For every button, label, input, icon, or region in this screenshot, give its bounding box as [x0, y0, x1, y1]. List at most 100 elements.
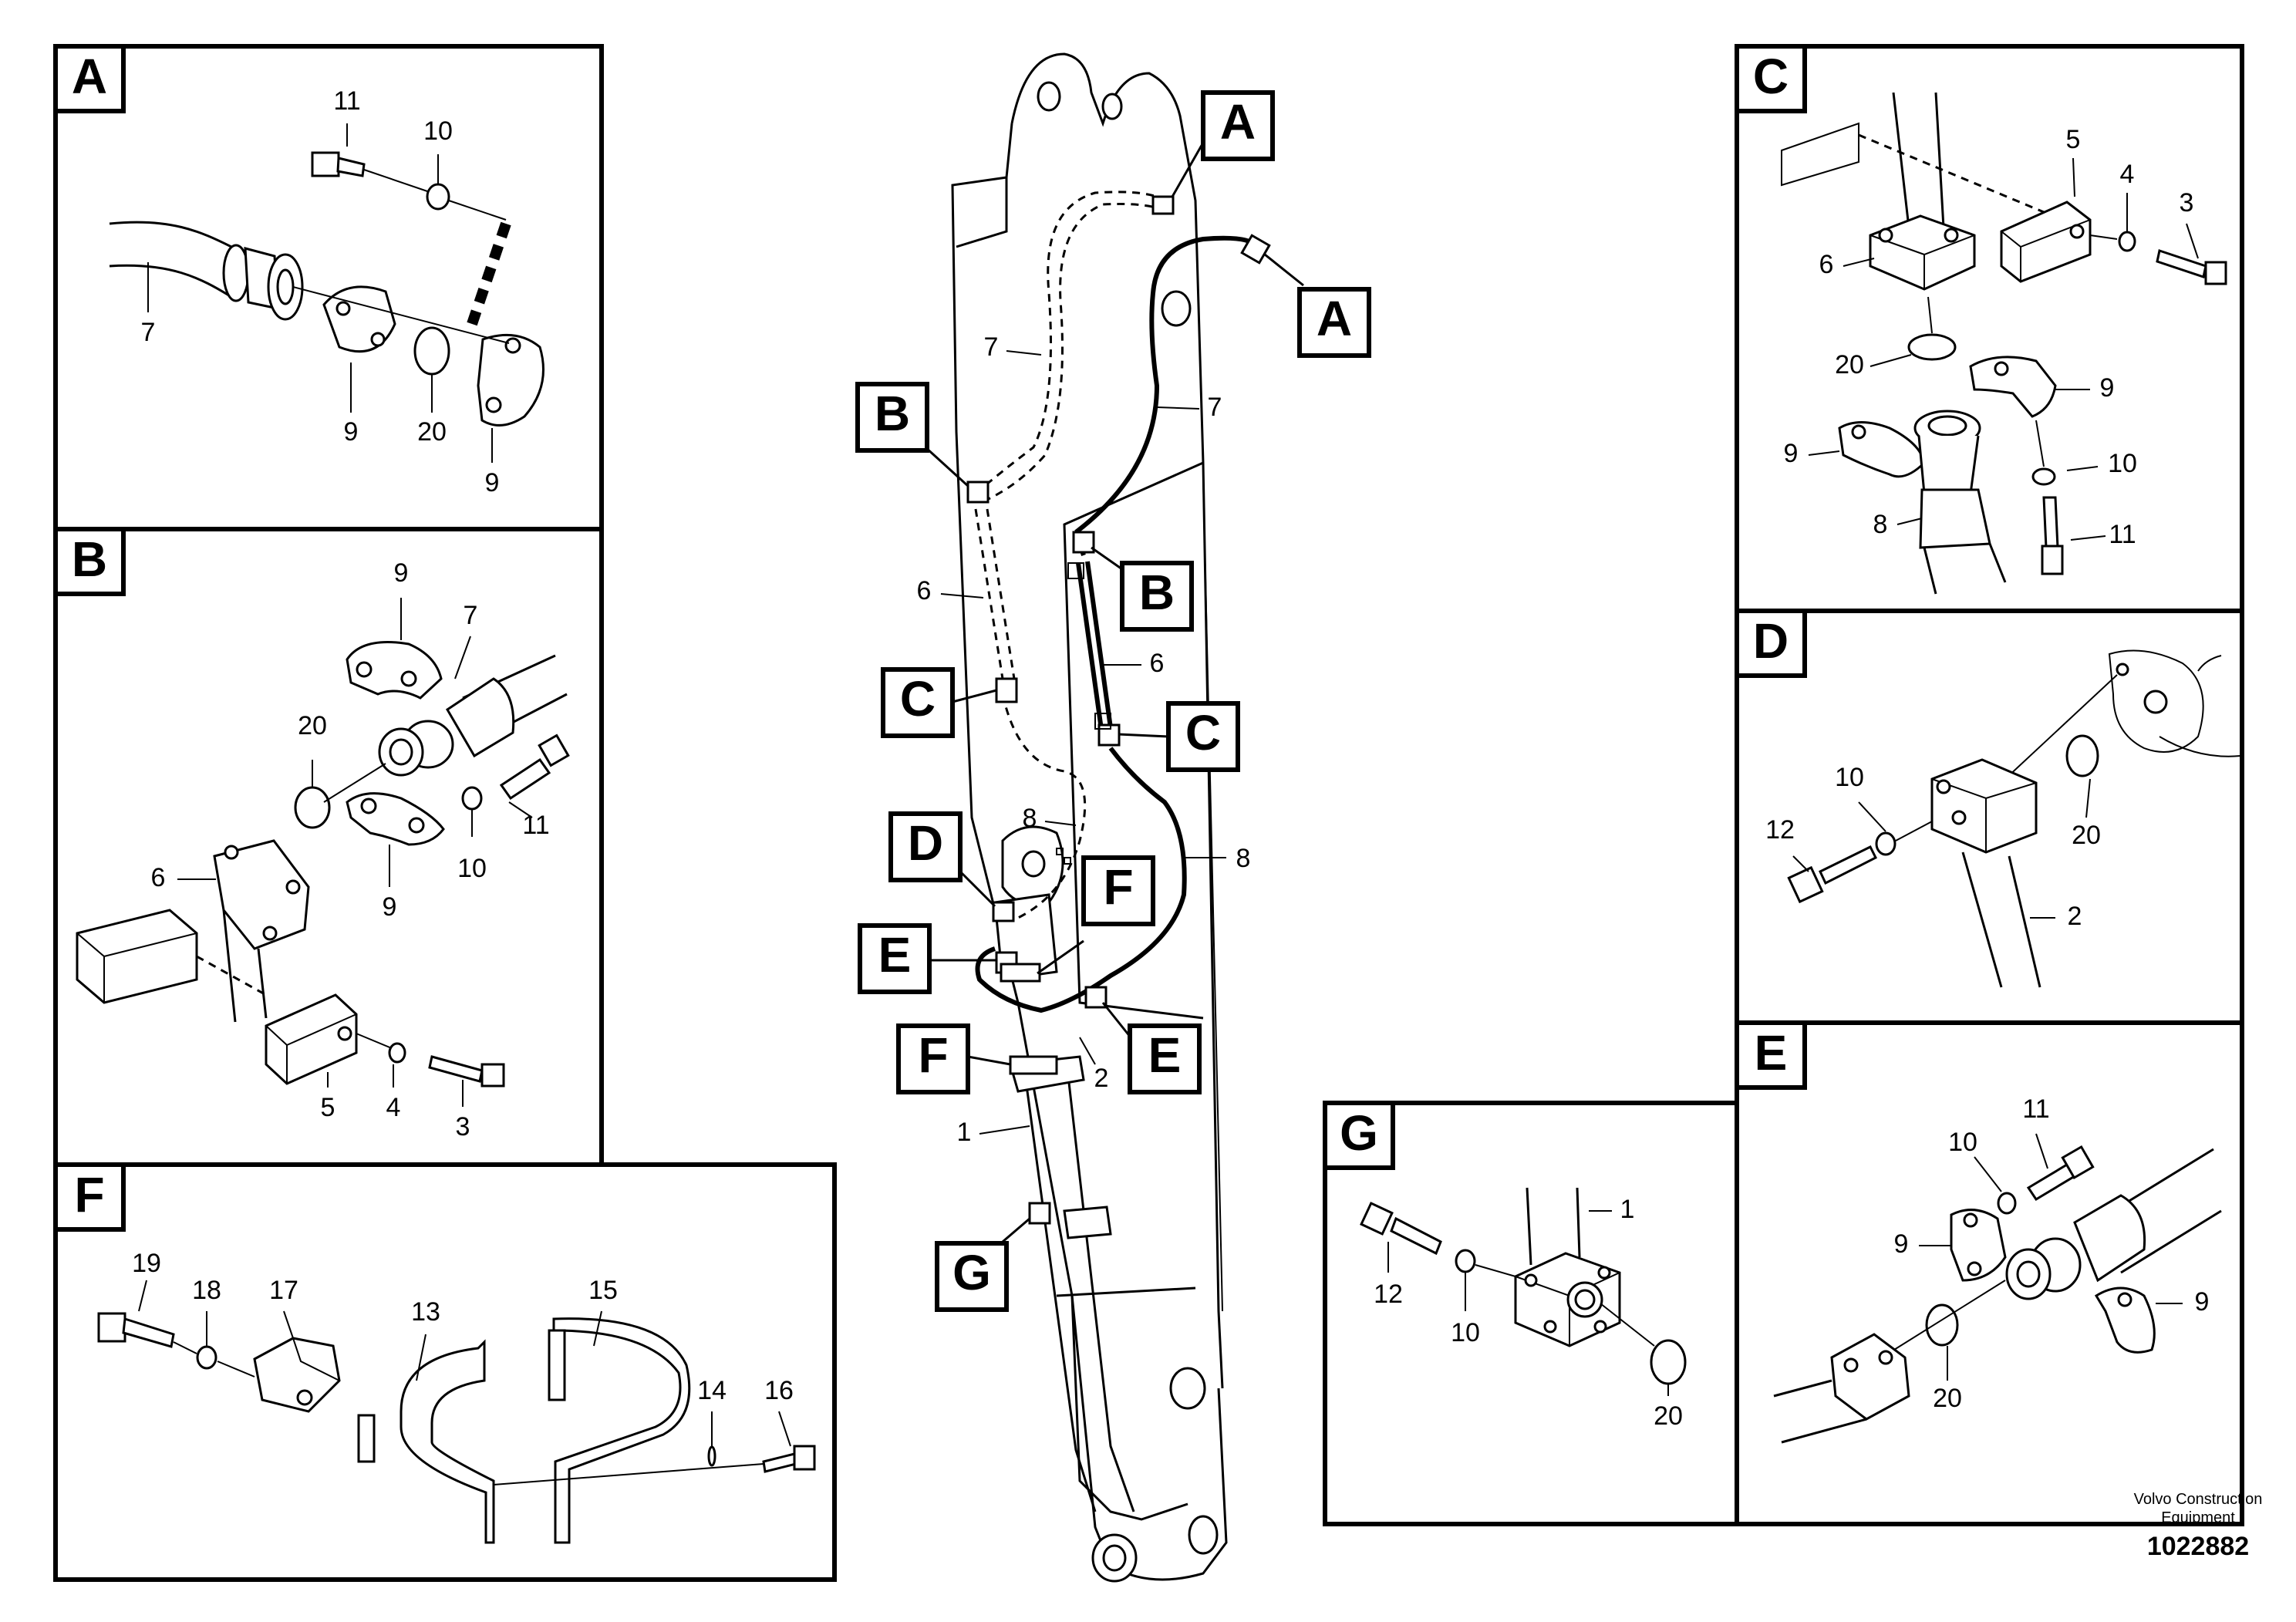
- label-9-b1: 9: [394, 558, 409, 588]
- panel-f: F 19 18 17 13 15 14 16: [53, 1162, 837, 1582]
- hose-8-dashed: [1001, 693, 1087, 919]
- hose-8-c: [1923, 543, 2007, 595]
- label-11-b: 11: [522, 811, 549, 840]
- fitting-b2: [1072, 531, 1095, 554]
- callout-f2: F: [896, 1023, 1011, 1094]
- label-10-e: 10: [1948, 1128, 1977, 1157]
- bolt-12-g-shank: [1390, 1216, 1442, 1256]
- label-7-center-dashed: 7: [984, 332, 999, 362]
- panel-c-letter-box: [1735, 44, 1807, 113]
- label-4-b: 4: [386, 1093, 401, 1122]
- label-8-center-solid: 8: [1236, 844, 1251, 873]
- bolt-3-b-shank: [428, 1055, 484, 1083]
- clamp-block-5-b: [265, 993, 358, 1085]
- label-15: 15: [588, 1276, 618, 1305]
- callout-c1: C: [881, 667, 997, 738]
- label-10-d: 10: [1835, 763, 1864, 792]
- panel-a-letter: A: [72, 49, 107, 104]
- label-20-e: 20: [1933, 1384, 1962, 1413]
- bolt-3-b-head: [480, 1063, 505, 1088]
- boom-pin-hole-2: [1101, 93, 1123, 120]
- clamp-block-5-c: [2000, 201, 2092, 283]
- label-14: 14: [697, 1376, 727, 1405]
- label-7-center-solid: 7: [1208, 393, 1222, 422]
- label-20-d: 20: [2072, 821, 2101, 850]
- callout-f1: F: [1037, 855, 1155, 975]
- label-9-c2: 9: [1784, 439, 1799, 468]
- panel-g-letter: G: [1340, 1105, 1378, 1161]
- panel-e: E 11 10 9 9 20: [1735, 1020, 2244, 1526]
- washer-18: [196, 1345, 217, 1370]
- bolt-11-b-head: [538, 733, 570, 767]
- o-ring-20-c: [1907, 333, 1957, 361]
- washer-10-g: [1455, 1249, 1476, 1273]
- bolt-16-head: [793, 1445, 816, 1471]
- hose-7-solid: [1074, 235, 1259, 534]
- panel-a: A 11 10 7 9 20: [53, 44, 604, 531]
- boom-pin-hole-5: [1188, 1515, 1219, 1555]
- bolt-11-e-head: [2061, 1145, 2095, 1180]
- boom-pin-hole-1: [1037, 81, 1061, 112]
- tube-1-g: [1526, 1187, 1581, 1266]
- company-name: Volvo Construction Equipment: [2113, 1490, 2283, 1527]
- label-9-e2: 9: [2195, 1287, 2210, 1317]
- svg-text:G: G: [952, 1245, 991, 1300]
- company-name-line1: Volvo Construction: [2133, 1491, 2263, 1508]
- label-5-b: 5: [321, 1093, 335, 1122]
- label-20-b: 20: [298, 711, 327, 740]
- fitting-c2: [1097, 723, 1121, 747]
- panel-c-frame: [1735, 44, 2244, 613]
- bolt-11-c-shank: [2042, 496, 2059, 549]
- label-6-center-dashed: 6: [917, 576, 932, 605]
- panel-e-letter-box: [1735, 1020, 1807, 1090]
- svg-text:E: E: [1148, 1027, 1182, 1083]
- label-13: 13: [411, 1297, 440, 1327]
- hose-8-c-ferrule: [1919, 488, 1991, 549]
- bolt-12-d-shank: [1819, 845, 1878, 885]
- panel-d-letter-box: [1735, 609, 1807, 678]
- label-12-g: 12: [1374, 1280, 1403, 1309]
- flange-6-c: [1869, 214, 1976, 291]
- bolt-11-e-shank: [2026, 1162, 2077, 1202]
- boom-outline-left: [951, 123, 1228, 1581]
- fitting-a2: [1240, 234, 1271, 265]
- panel-g: G 1 12 10 20: [1323, 1101, 1739, 1526]
- svg-text:B: B: [1139, 565, 1175, 620]
- panel-a-letter-box: [53, 44, 126, 113]
- label-3-c: 3: [2180, 188, 2194, 218]
- callout-g: G: [935, 1217, 1030, 1312]
- svg-text:A: A: [1317, 291, 1352, 346]
- label-9-c1: 9: [2100, 373, 2115, 403]
- bolt-3-c-head: [2204, 261, 2227, 285]
- svg-text:B: B: [875, 386, 910, 441]
- clamp-f2: [1009, 1055, 1058, 1075]
- tube-e: [1773, 1379, 1867, 1444]
- label-20-g: 20: [1654, 1401, 1683, 1431]
- tube-6-dashed: [974, 508, 1016, 679]
- label-20-a: 20: [417, 417, 447, 447]
- boom-outline-right: [1010, 52, 1224, 1389]
- washer-4-c: [2118, 231, 2136, 252]
- bolt-11-a-shank: [336, 157, 366, 177]
- spacer-14: [707, 1445, 716, 1467]
- panel-f-letter-box: [53, 1162, 126, 1232]
- mounting-block-b: [76, 909, 198, 1004]
- panel-b-letter: B: [72, 531, 107, 587]
- bolt-12-d-head: [1787, 865, 1824, 904]
- fitting-a1: [1151, 195, 1175, 215]
- callout-c2: C: [1118, 701, 1240, 772]
- washer-10-d: [1875, 831, 1896, 856]
- bolt-11-c-head: [2041, 545, 2064, 575]
- svg-text:C: C: [900, 671, 936, 727]
- callout-e2: E: [1101, 1002, 1202, 1094]
- panel-e-letter: E: [1755, 1025, 1788, 1081]
- fitting-b1: [966, 481, 990, 504]
- panel-c: C: [1735, 44, 2244, 613]
- label-1-g: 1: [1620, 1195, 1635, 1224]
- fitting-d: [992, 901, 1015, 922]
- label-9-e1: 9: [1894, 1229, 1909, 1259]
- bolt-3-c-shank: [2156, 249, 2207, 278]
- label-5-c: 5: [2066, 125, 2081, 154]
- label-10-g: 10: [1451, 1318, 1480, 1347]
